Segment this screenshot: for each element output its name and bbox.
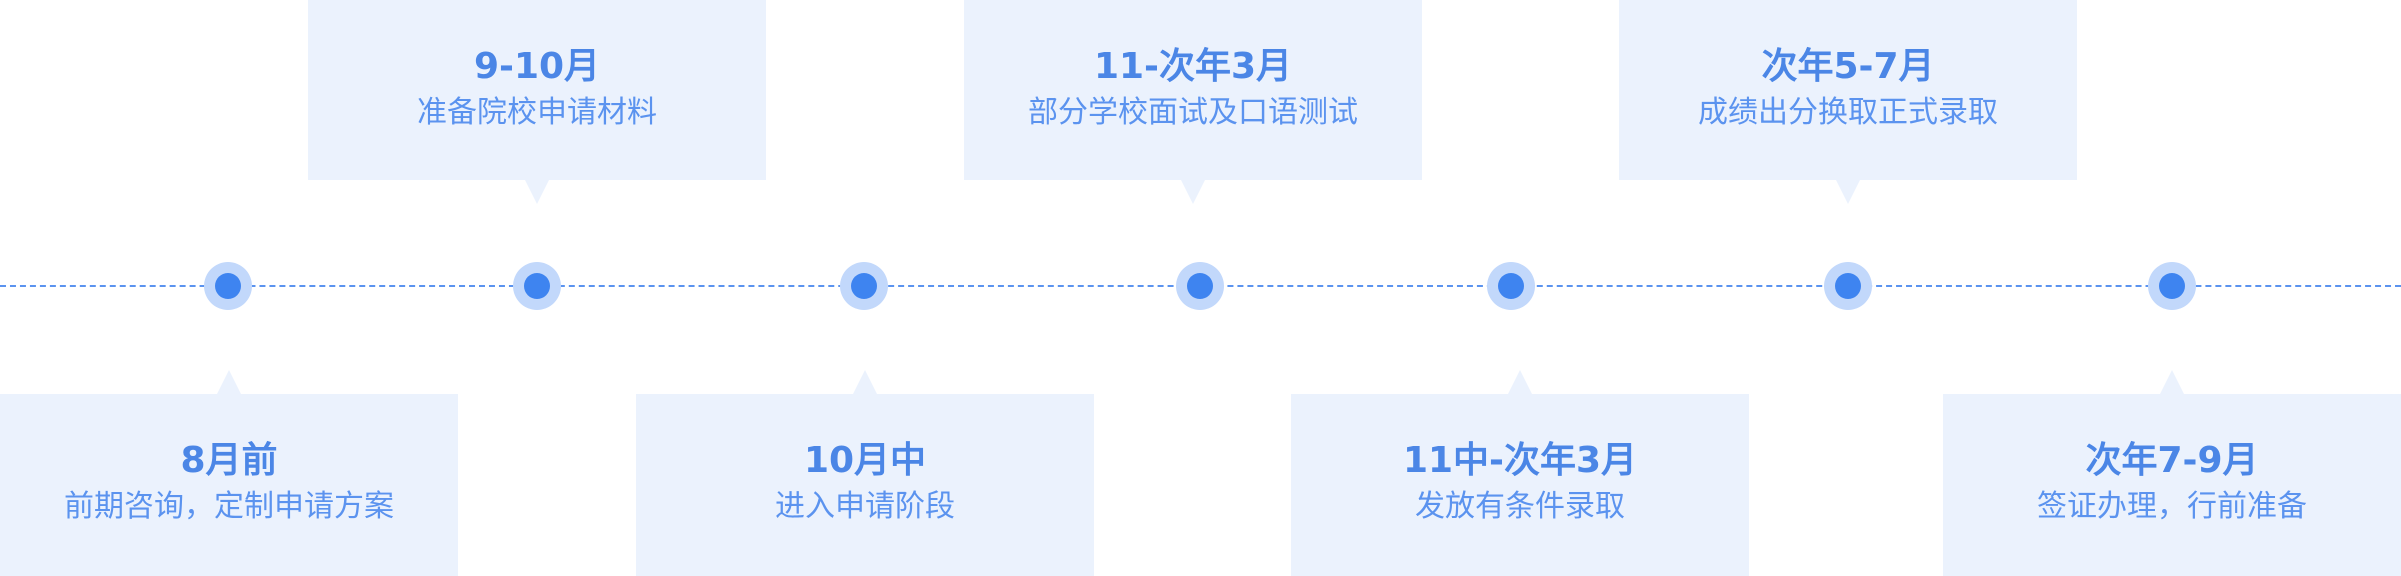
- timeline-node-7: [2148, 262, 2196, 310]
- stage-card-2: 9-10月 准备院校申请材料: [308, 0, 766, 204]
- stage-period: 11-次年3月: [1093, 46, 1293, 87]
- stage-description: 前期咨询，定制申请方案: [64, 489, 394, 524]
- stage-card-5: 11中-次年3月 发放有条件录取: [1291, 370, 1749, 576]
- timeline-node-1: [204, 262, 252, 310]
- stage-card-1: 8月前 前期咨询，定制申请方案: [0, 370, 458, 576]
- stage-description: 准备院校申请材料: [417, 95, 657, 130]
- stage-period: 8月前: [180, 440, 278, 481]
- stage-card-6: 次年5-7月 成绩出分换取正式录取: [1619, 0, 2077, 204]
- stage-period: 10月中: [803, 440, 927, 481]
- stage-card-4: 11-次年3月 部分学校面试及口语测试: [964, 0, 1422, 204]
- timeline-node-4: [1176, 262, 1224, 310]
- stage-period: 9-10月: [473, 46, 601, 87]
- timeline-node-3: [840, 262, 888, 310]
- stage-description: 部分学校面试及口语测试: [1028, 95, 1358, 130]
- timeline-node-6: [1824, 262, 1872, 310]
- stage-period: 次年7-9月: [2085, 440, 2259, 481]
- stage-card-3: 10月中 进入申请阶段: [636, 370, 1094, 576]
- stage-period: 次年5-7月: [1761, 46, 1935, 87]
- stage-card-7: 次年7-9月 签证办理，行前准备: [1943, 370, 2401, 576]
- stage-description: 进入申请阶段: [775, 489, 955, 524]
- timeline-node-5: [1487, 262, 1535, 310]
- stage-description: 发放有条件录取: [1415, 489, 1625, 524]
- stage-period: 11中-次年3月: [1402, 440, 1638, 481]
- stage-description: 签证办理，行前准备: [2037, 489, 2307, 524]
- timeline-node-2: [513, 262, 561, 310]
- stage-description: 成绩出分换取正式录取: [1698, 95, 1998, 130]
